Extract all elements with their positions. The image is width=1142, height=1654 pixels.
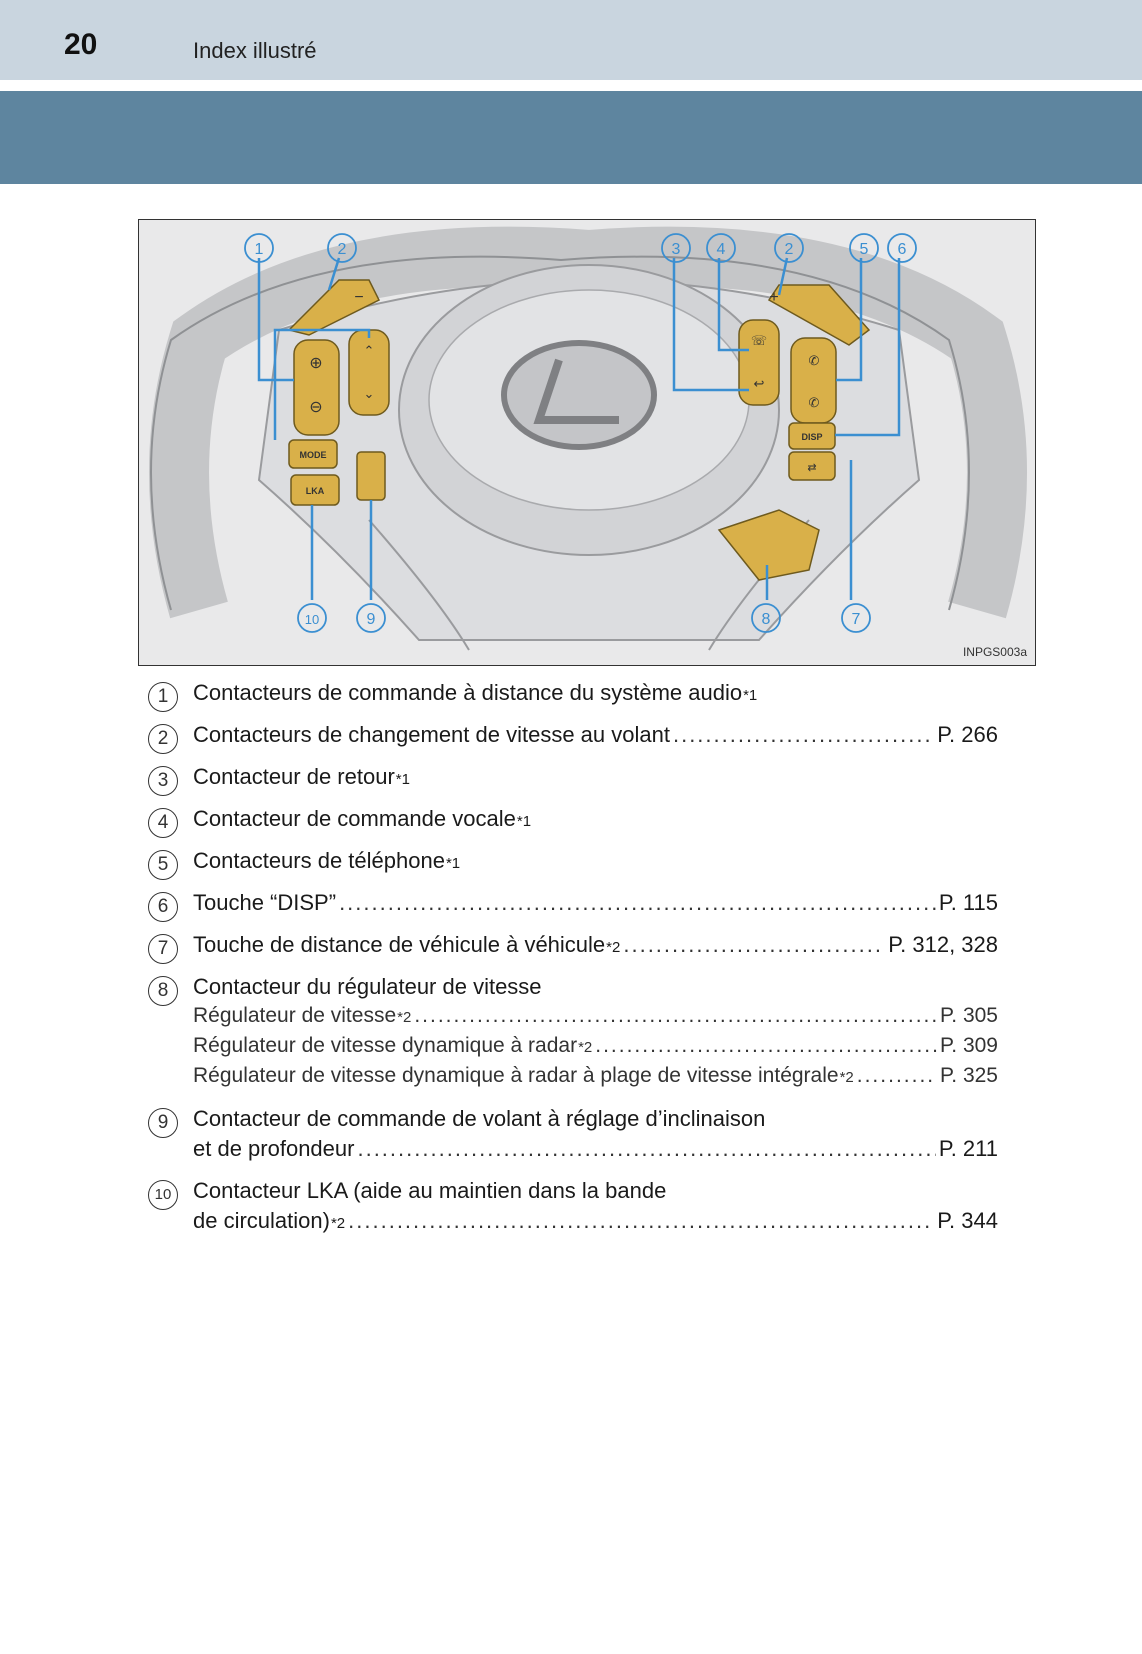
item-text: Contacteurs de commande à distance du sy… [193,680,743,705]
steering-wheel-drawing: ⊕ ⊖ ⌃ ⌄ MODE LKA − ☏ ↩ ✆ ✆ DISP ⇄ + [149,226,1027,651]
item-number: 10 [148,1180,178,1210]
svg-text:↩: ↩ [754,376,765,391]
footnote-mark: *2 [330,1215,346,1232]
page-reference: P. 344 [937,1208,998,1233]
svg-text:☏: ☏ [751,333,767,348]
item-number: 5 [148,850,178,880]
footnote-mark: *1 [445,855,461,872]
footnote-mark: *2 [578,1039,593,1056]
callout-9: 9 [367,611,376,628]
page-reference: P. 115 [938,890,998,915]
sub-item-text: Régulateur de vitesse dynamique à radar [193,1034,578,1057]
sub-item: Régulateur de vitesse*2 P. 305 [193,1004,998,1028]
callout-3: 3 [672,241,681,258]
item-number: 6 [148,892,178,922]
item-text: Touche de distance de véhicule à véhicul… [193,932,606,957]
legend-item: 3 Contacteur de retour*1 [148,760,998,802]
footnote-mark: *1 [395,771,410,788]
callout-5: 5 [860,241,869,258]
page-reference: P. 266 [937,722,998,747]
svg-text:✆: ✆ [809,395,820,410]
item-number: 4 [148,808,178,838]
mode-button-label: MODE [300,450,327,460]
chapter-band [0,91,1142,184]
page-reference: P. 211 [938,1136,998,1161]
header-bar [0,0,1142,80]
footnote-mark: *1 [743,687,758,704]
page-reference: P. 325 [939,1064,998,1087]
item-text-continued: de circulation) [193,1208,330,1233]
item-number: 9 [148,1108,178,1138]
item-number: 2 [148,724,178,754]
svg-text:⊖: ⊖ [309,399,322,416]
item-text: Contacteur de retour [193,764,395,789]
section-title: Index illustré [193,38,317,63]
paddle-plus-label: + [769,289,778,306]
svg-text:⌄: ⌄ [364,386,375,401]
callout-2a: 2 [338,241,347,258]
page-number: 20 [64,28,98,61]
svg-text:⌃: ⌃ [364,343,375,358]
item-number: 3 [148,766,178,796]
legend-item: 5 Contacteurs de téléphone*1 [148,844,998,886]
sub-item-text: Régulateur de vitesse dynamique à radar … [193,1064,839,1087]
svg-text:⇄: ⇄ [807,462,816,474]
legend-item: 10 Contacteur LKA (aide au maintien dans… [148,1174,998,1246]
item-text: Contacteur du régulateur de vitesse [193,974,542,999]
legend-item: 6 Touche “DISP” P. 115 [148,886,998,928]
sub-item: Régulateur de vitesse dynamique à radar … [193,1064,998,1088]
footnote-mark: *1 [516,813,532,830]
page-reference: P. 312, 328 [888,932,998,957]
callout-7: 7 [852,611,861,628]
footnote-mark: *2 [839,1069,854,1086]
item-text: Contacteurs de changement de vitesse au … [193,722,670,747]
item-text: Contacteurs de téléphone [193,848,445,873]
figure-code: INPGS003a [962,645,1027,659]
legend-item: 4 Contacteur de commande vocale*1 [148,802,998,844]
steering-wheel-illustration: ⊕ ⊖ ⌃ ⌄ MODE LKA − ☏ ↩ ✆ ✆ DISP ⇄ + [138,219,1036,666]
callout-8: 8 [762,611,771,628]
item-text-continued: et de profondeur [193,1136,355,1161]
item-text: Contacteur LKA (aide au maintien dans la… [193,1178,667,1203]
callout-4: 4 [717,241,726,258]
page-reference: P. 305 [939,1004,998,1027]
callout-1: 1 [255,241,264,258]
legend-item: 8 Contacteur du régulateur de vitesse Ré… [148,970,998,1102]
footnote-mark: *2 [397,1009,412,1026]
item-text: Touche “DISP” [193,890,337,915]
item-number: 1 [148,682,178,712]
svg-text:✆: ✆ [809,353,820,368]
lka-button-label: LKA [306,486,325,496]
item-text: Contacteur de commande de volant à régla… [193,1106,766,1131]
item-number: 8 [148,976,178,1006]
footnote-mark: *2 [606,939,621,956]
sub-item-text: Régulateur de vitesse [193,1004,397,1027]
disp-button-label: DISP [801,432,822,442]
callout-2b: 2 [785,241,794,258]
item-text: Contacteur de commande vocale [193,806,516,831]
callout-10: 10 [305,612,319,627]
item-number: 7 [148,934,178,964]
sub-item: Régulateur de vitesse dynamique à radar*… [193,1034,998,1058]
legend-item: 1 Contacteurs de commande à distance du … [148,676,998,718]
legend-item: 2 Contacteurs de changement de vitesse a… [148,718,998,760]
paddle-minus-label: − [354,289,363,306]
legend-item: 7 Touche de distance de véhicule à véhic… [148,928,998,970]
callout-6: 6 [898,241,907,258]
svg-text:⊕: ⊕ [309,355,322,372]
legend-list: 1 Contacteurs de commande à distance du … [148,676,998,1246]
page-reference: P. 309 [939,1034,998,1057]
legend-item: 9 Contacteur de commande de volant à rég… [148,1102,998,1174]
